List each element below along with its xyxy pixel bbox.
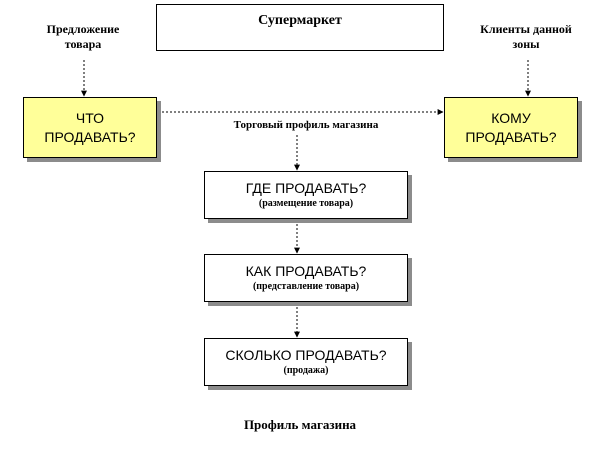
supermarket-title: Супермаркет [258,13,342,28]
product-offer-note: Предложение товара [18,22,148,52]
what-to-sell-box: ЧТО ПРОДАВАТЬ? [23,97,157,158]
what-to-sell-line-1: ЧТО [75,109,105,126]
zone-clients-line-1: Клиенты данной [480,22,572,36]
product-offer-line-1: Предложение [46,22,120,36]
where-to-sell-subtitle: (размещение товара) [258,198,354,209]
zone-clients-line-2: зоны [512,37,540,51]
zone-clients-note: Клиенты данной зоны [460,22,592,52]
how-much-to-sell-subtitle: (продажа) [283,365,329,376]
how-much-to-sell-title: СКОЛЬКО ПРОДАВАТЬ? [225,347,387,363]
how-to-sell-box: КАК ПРОДАВАТЬ? (представление товара) [204,254,408,302]
product-offer-line-2: товара [64,37,102,51]
supermarket-box: Супермаркет [156,4,444,51]
whom-to-sell-line-2: ПРОДАВАТЬ? [465,128,557,145]
how-to-sell-subtitle: (представление товара) [252,281,360,292]
how-much-to-sell-box: СКОЛЬКО ПРОДАВАТЬ? (продажа) [204,338,408,386]
where-to-sell-box: ГДЕ ПРОДАВАТЬ? (размещение товара) [204,171,408,219]
whom-to-sell-box: КОМУ ПРОДАВАТЬ? [444,97,578,158]
what-to-sell-line-2: ПРОДАВАТЬ? [44,128,136,145]
how-to-sell-title: КАК ПРОДАВАТЬ? [245,263,367,279]
diagram-caption: Профиль магазина [243,417,357,432]
where-to-sell-title: ГДЕ ПРОДАВАТЬ? [245,180,367,196]
trade-profile-label: Торговый профиль магазина [233,119,379,131]
whom-to-sell-line-1: КОМУ [491,109,531,126]
